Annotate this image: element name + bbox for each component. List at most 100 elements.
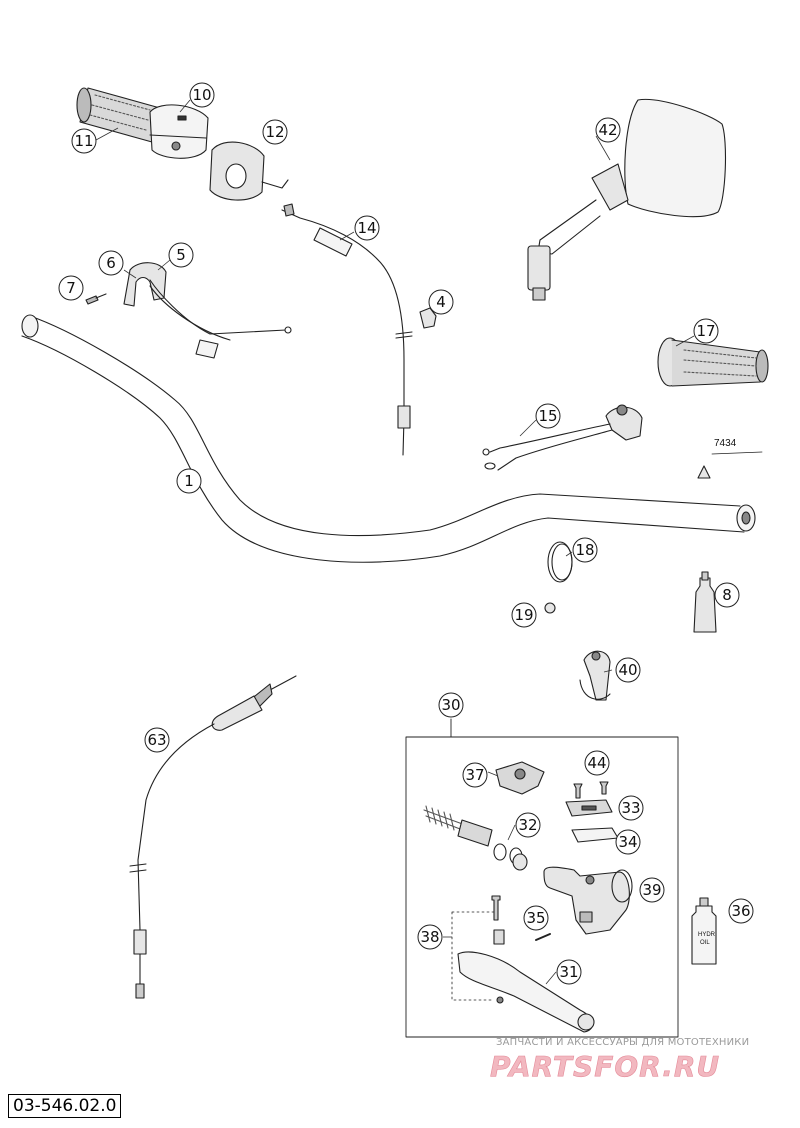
master-cylinder <box>543 866 633 935</box>
callout-label: 40 <box>618 661 637 679</box>
callout-39: 39 <box>639 877 665 903</box>
callout-label: 4 <box>436 293 446 311</box>
callout-40: 40 <box>615 657 641 683</box>
callout-label: 8 <box>722 586 732 604</box>
cable-nut <box>419 307 437 329</box>
watermark-caption: ЗАПЧАСТИ И АКСЕССУАРЫ ДЛЯ МОТОТЕХНИКИ <box>496 1037 750 1048</box>
callout-44: 44 <box>584 750 610 776</box>
callout-circle <box>354 215 380 241</box>
bracket-lines <box>451 911 495 1001</box>
callout-circle <box>71 128 97 154</box>
callout-label: 18 <box>575 541 594 559</box>
callout-label: 10 <box>192 86 211 104</box>
callout-5: 5 <box>168 242 194 268</box>
nut <box>544 602 556 614</box>
callout-circle <box>615 829 641 855</box>
svg-text:OIL: OIL <box>700 940 710 946</box>
mirror <box>527 98 727 301</box>
pin <box>535 933 551 941</box>
switch-clamp <box>123 262 292 359</box>
callout-label: 12 <box>265 123 284 141</box>
callout-label: 37 <box>465 766 484 784</box>
callout-30: 30 <box>438 692 464 718</box>
callout-12: 12 <box>262 119 288 145</box>
callout-circle <box>428 289 454 315</box>
screw-small <box>85 293 107 305</box>
callout-circle <box>417 924 443 950</box>
callout-35: 35 <box>523 905 549 931</box>
callout-6: 6 <box>98 250 124 276</box>
hydraulic-oil-bottle: HYDR OIL <box>691 897 717 965</box>
throttle-housing <box>149 104 209 159</box>
callout-label: 63 <box>147 731 166 749</box>
callout-circle <box>168 242 194 268</box>
reservoir-cap <box>565 799 613 817</box>
callout-19: 19 <box>511 602 537 628</box>
callout-label: 38 <box>420 928 439 946</box>
callout-label: 44 <box>587 754 606 772</box>
callout-circle <box>462 762 488 788</box>
callout-circle <box>511 602 537 628</box>
reservoir-gasket <box>571 827 619 843</box>
callout-label: 5 <box>176 246 186 264</box>
callout-circle <box>515 812 541 838</box>
callout-14: 14 <box>354 215 380 241</box>
callout-1: 1 <box>176 468 202 494</box>
callout-circle <box>144 727 170 753</box>
callout-10: 10 <box>189 82 215 108</box>
throttle-cable <box>281 203 413 456</box>
callout-circle <box>639 877 665 903</box>
callout-38: 38 <box>417 924 443 950</box>
cable-tie <box>547 541 573 583</box>
callout-circle <box>262 119 288 145</box>
mirror-clamp <box>579 650 611 701</box>
callout-circle <box>523 905 549 931</box>
lever-bracket <box>495 761 545 795</box>
screw-pair <box>573 781 609 799</box>
callout-circle <box>714 582 740 608</box>
callout-circle <box>556 959 582 985</box>
callout-label: 19 <box>514 606 533 624</box>
callout-label: 30 <box>441 696 460 714</box>
callout-63: 63 <box>144 727 170 753</box>
callout-label: 39 <box>642 881 661 899</box>
callout-circle <box>535 403 561 429</box>
callout-circle <box>58 275 84 301</box>
piston-spring <box>423 805 493 847</box>
kit-frame <box>405 718 679 1038</box>
callout-37: 37 <box>462 762 488 788</box>
callout-circle <box>98 250 124 276</box>
callout-31: 31 <box>556 959 582 985</box>
callout-label: 1 <box>184 472 194 490</box>
seal-rings <box>493 843 528 871</box>
brake-lever <box>457 951 595 1033</box>
callout-42: 42 <box>595 117 621 143</box>
callout-4: 4 <box>428 289 454 315</box>
throttle-cover <box>209 141 289 201</box>
callout-circle <box>438 692 464 718</box>
callout-33: 33 <box>618 795 644 821</box>
callout-label: 11 <box>74 132 93 150</box>
callout-17: 17 <box>693 318 719 344</box>
clutch-cable <box>129 675 297 999</box>
callout-label: 14 <box>357 219 376 237</box>
callout-label: 34 <box>618 833 637 851</box>
leader-lines <box>95 99 695 985</box>
callout-32: 32 <box>515 812 541 838</box>
callout-11: 11 <box>71 128 97 154</box>
kill-switch <box>482 404 643 471</box>
left-grip <box>657 337 769 387</box>
callout-36: 36 <box>728 898 754 924</box>
callout-label: 17 <box>696 322 715 340</box>
callout-18: 18 <box>572 537 598 563</box>
callout-label: 6 <box>106 254 116 272</box>
callout-circle <box>189 82 215 108</box>
pivot-bolt <box>491 895 505 945</box>
callout-circle <box>176 468 202 494</box>
callout-label: 35 <box>526 909 545 927</box>
callout-circle <box>584 750 610 776</box>
handlebar <box>21 314 756 563</box>
watermark-brand: PARTSFOR.RU <box>490 1050 720 1083</box>
callout-label: 31 <box>559 963 578 981</box>
